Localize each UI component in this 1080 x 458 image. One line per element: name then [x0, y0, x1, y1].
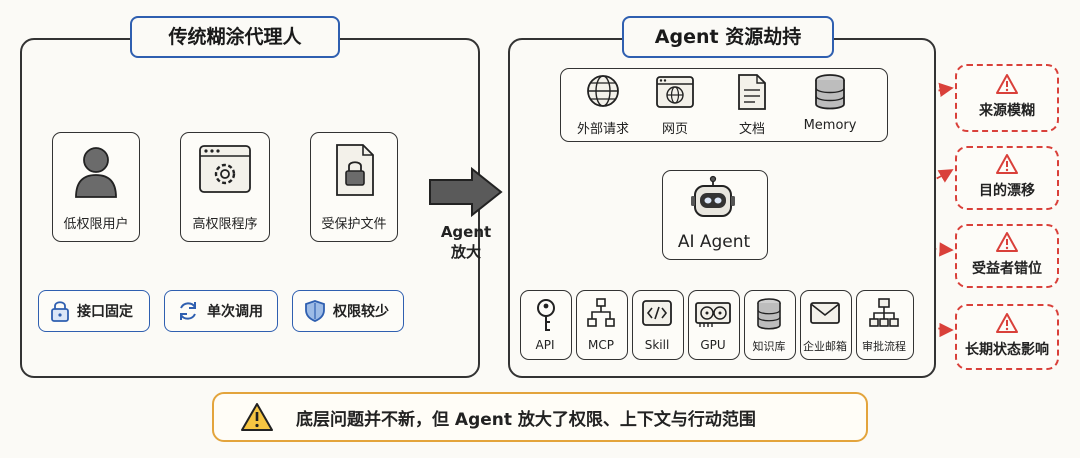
feature-fixed-interface: 接口固定	[38, 290, 150, 332]
mail-icon	[810, 302, 840, 324]
document-icon	[738, 74, 766, 110]
cycle-icon	[180, 302, 196, 320]
risk-label-source-ambiguity: 来源模糊	[979, 103, 1035, 119]
key-icon	[537, 299, 555, 331]
tool-label-gpu: GPU	[700, 338, 726, 352]
memory-database-icon	[815, 74, 845, 110]
right-panel-title: Agent 资源劫持	[622, 16, 834, 58]
flow-icon	[869, 298, 899, 327]
tool-label-mcp: MCP	[588, 338, 614, 352]
shield-icon	[305, 300, 325, 322]
actor-card-program: 高权限程序	[180, 132, 270, 242]
risk-label-long-term-state: 长期状态影响	[965, 342, 1049, 358]
source-label-memory: Memory	[803, 118, 857, 133]
feature-single-call: 单次调用	[164, 290, 278, 332]
feature-label-fixed-interface: 接口固定	[77, 304, 133, 320]
feature-label-single-call: 单次调用	[207, 304, 263, 320]
risk-source-ambiguity: 来源模糊	[955, 64, 1059, 132]
ai-agent-label: AI Agent	[677, 232, 751, 252]
warning-icon	[241, 403, 273, 431]
tool-card-mail	[800, 290, 852, 360]
tool-label-mail: 企业邮箱	[803, 340, 847, 353]
risk-beneficiary-mismatch: 受益者错位	[955, 224, 1059, 288]
network-icon	[587, 298, 615, 327]
risk-goal-drift: 目的漂移	[955, 146, 1059, 210]
warning-icon	[996, 154, 1018, 174]
risk-long-term-state: 长期状态影响	[955, 304, 1059, 370]
actor-card-user: 低权限用户	[52, 132, 140, 242]
risk-label-beneficiary-mismatch: 受益者错位	[972, 261, 1042, 277]
robot-icon	[691, 175, 735, 217]
gpu-icon	[695, 302, 731, 327]
user-icon	[75, 147, 117, 198]
warning-icon	[996, 313, 1018, 333]
tool-label-knowledge-base: 知识库	[752, 340, 786, 353]
webpage-icon	[656, 76, 694, 108]
risk-label-goal-drift: 目的漂移	[979, 183, 1035, 199]
database-icon	[757, 298, 781, 330]
warning-icon	[996, 74, 1018, 94]
tool-card-gpu	[688, 290, 740, 360]
amplify-label: Agent 放大	[428, 222, 504, 262]
bottom-banner: 底层问题并不新，但 Agent 放大了权限、上下文与行动范围	[212, 392, 868, 442]
locked-file-icon	[336, 144, 374, 196]
big-arrow-icon	[429, 166, 503, 218]
actor-label-file: 受保护文件	[321, 217, 387, 232]
lock-icon	[51, 301, 69, 322]
tool-label-approval: 审批流程	[862, 340, 906, 353]
tool-card-mcp	[576, 290, 628, 360]
source-label-webpage: 网页	[661, 122, 688, 137]
actor-label-user: 低权限用户	[63, 217, 129, 232]
amplify-line-1: Agent	[440, 223, 492, 241]
feature-fewer-permissions: 权限较少	[292, 290, 404, 332]
feature-label-fewer-permissions: 权限较少	[333, 304, 389, 320]
amplify-line-2: 放大	[450, 243, 481, 261]
tool-label-skill: Skill	[644, 338, 670, 352]
globe-icon	[587, 75, 619, 107]
bottom-banner-text: 底层问题并不新，但 Agent 放大了权限、上下文与行动范围	[296, 409, 756, 430]
actor-card-file: 受保护文件	[310, 132, 398, 242]
gear-window-icon	[199, 145, 251, 193]
code-icon	[642, 300, 672, 326]
actor-label-program: 高权限程序	[192, 217, 258, 232]
tool-label-api: API	[535, 338, 555, 352]
source-label-document: 文档	[738, 122, 765, 137]
source-label-external: 外部请求	[576, 122, 629, 137]
warning-icon	[996, 232, 1018, 252]
left-panel-title: 传统糊涂代理人	[130, 16, 340, 58]
